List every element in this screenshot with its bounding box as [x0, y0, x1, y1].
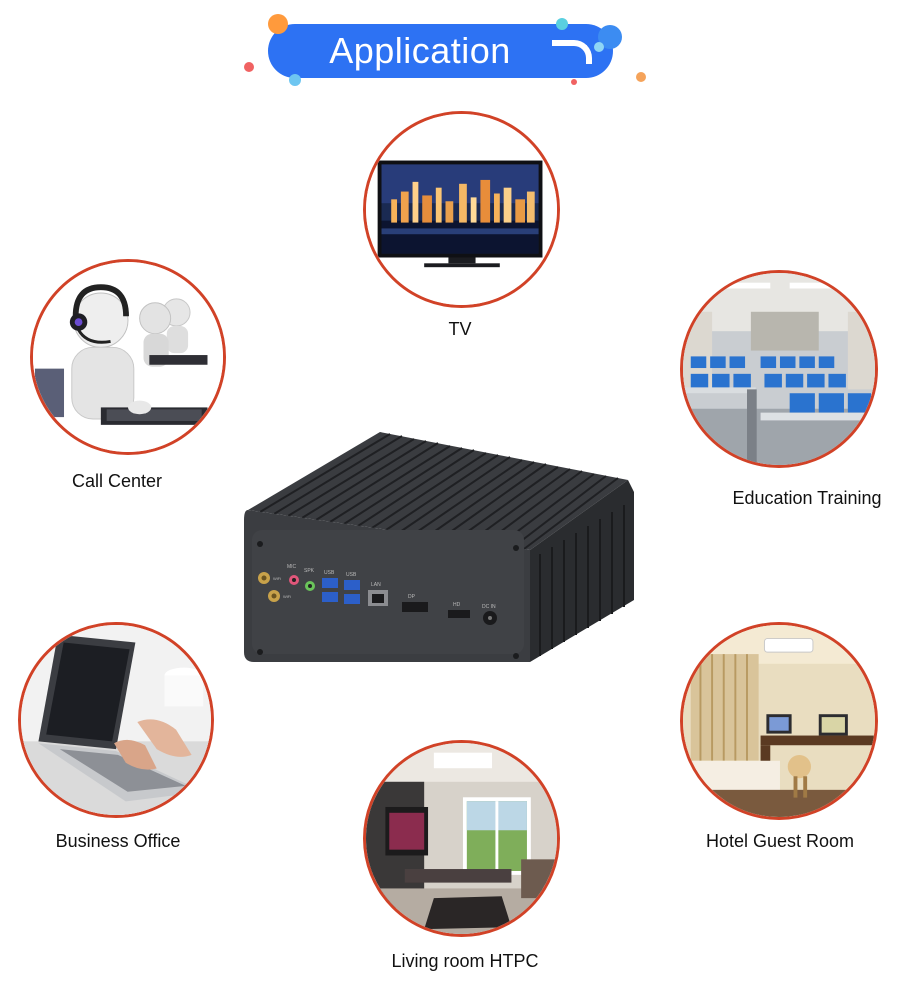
port-label-dp: DP — [408, 594, 416, 600]
tv-image — [363, 111, 560, 308]
port-label-wifi: WiFi — [283, 594, 291, 599]
hotel-guest-room-label: Hotel Guest Room — [705, 831, 855, 851]
living-room-htpc-label: Living room HTPC — [391, 951, 539, 971]
banner-swirl-decoration — [552, 40, 592, 64]
port-label-mic: MIC — [287, 564, 297, 570]
hotel-room-icon — [683, 625, 875, 817]
port-label-usb: USB — [346, 572, 357, 578]
call-center-label: Call Center — [71, 471, 163, 491]
port-label-lan: LAN — [371, 582, 381, 588]
port-label-hd: HD — [453, 602, 461, 608]
call-center-icon — [33, 262, 223, 452]
decor-dot — [636, 72, 646, 82]
page-title: Application — [329, 30, 511, 71]
port-label-wifi: WiFi — [273, 576, 281, 581]
living-room-htpc-image — [363, 740, 560, 937]
decor-dot — [571, 79, 577, 85]
business-office-image — [18, 622, 214, 818]
education-training-image — [680, 270, 878, 468]
port-label-spk: SPK — [304, 568, 315, 574]
decor-dot — [594, 42, 604, 52]
hotel-guest-room-image — [680, 622, 878, 820]
decor-dot — [268, 14, 288, 34]
laptop-icon — [21, 625, 211, 815]
classroom-icon — [683, 273, 875, 465]
business-office-label: Business Office — [55, 831, 181, 851]
tv-label: TV — [448, 319, 472, 339]
port-label-dcin: DC IN — [482, 604, 496, 610]
decor-dot — [289, 74, 301, 86]
decor-dot — [556, 18, 568, 30]
decor-dot — [244, 62, 254, 72]
mini-pc-icon: MIC SPK USB USB LAN DP HD DC IN WiFi WiF… — [244, 432, 634, 662]
mini-pc-device: MIC SPK USB USB LAN DP HD DC IN WiFi WiF… — [240, 430, 640, 665]
call-center-image — [30, 259, 226, 455]
port-label-usb: USB — [324, 570, 335, 576]
living-room-icon — [366, 743, 557, 934]
education-training-label: Education Training — [732, 488, 882, 508]
tv-icon — [366, 114, 557, 305]
